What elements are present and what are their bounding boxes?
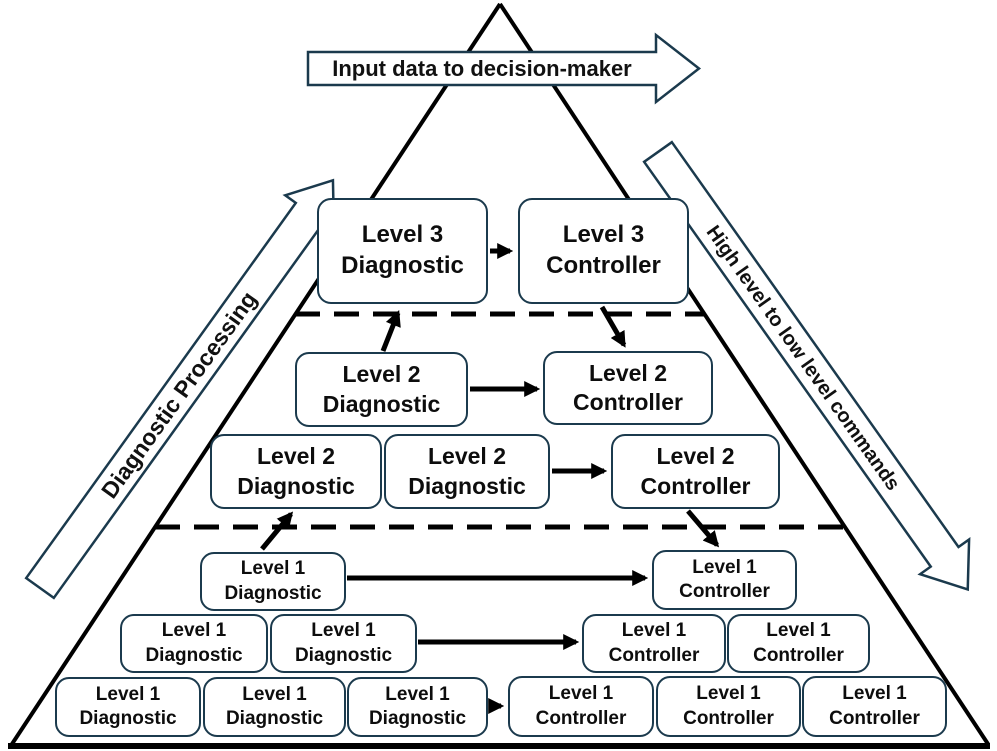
banner-top-label: Input data to decision-maker — [332, 56, 632, 81]
box-label-line1: Level 2 — [656, 443, 735, 470]
level2-diagnostic-lower-box-1: Level 2 Diagnostic — [210, 434, 382, 509]
banner-right-arrow-shape — [642, 140, 971, 592]
box-label-line1: Level 1 — [692, 556, 757, 578]
level1-controller-row1-box: Level 1 Controller — [652, 550, 797, 610]
box-label-line1: Level 2 — [589, 359, 667, 386]
box-label-line2: Controller — [683, 707, 774, 729]
box-label-line2: Diagnostic — [322, 390, 441, 417]
box-label-line1: Level 1 — [161, 620, 227, 642]
level2-controller-lower-box: Level 2 Controller — [611, 434, 780, 509]
box-label-line2: Controller — [573, 389, 683, 415]
box-label-line2: Diagnostic — [294, 644, 393, 666]
level1-diagnostic-row3-box-3: Level 1 Diagnostic — [347, 677, 488, 737]
triangle-left-edge — [10, 2, 502, 746]
arrow-l1-diagnostic-up-to-l2-diagnostic — [260, 511, 294, 551]
box-label-line2: Diagnostic — [145, 644, 243, 666]
box-label-line2: Controller — [608, 644, 700, 666]
banner-top: Input data to decision-maker — [306, 32, 702, 105]
level2-controller-upper-box: Level 2 Controller — [543, 351, 713, 425]
banner-top-arrow-shape — [306, 32, 702, 105]
level1-diagnostic-row3-box-1: Level 1 Diagnostic — [55, 677, 201, 737]
arrow-l2-diagnostic-up-to-l3-diagnostic — [380, 310, 401, 352]
box-label-line1: Level 2 — [428, 443, 506, 470]
box-label-line1: Level 1 — [385, 683, 450, 705]
box-label-line2: Controller — [829, 707, 920, 729]
box-label-line1: Level 1 — [311, 620, 376, 642]
box-label-line1: Level 1 — [548, 683, 614, 705]
box-label-line1: Level 1 — [696, 683, 761, 705]
box-label-line1: Level 2 — [257, 443, 335, 470]
arrow-l2-controller-down-to-l1-controller — [686, 509, 720, 548]
box-label-line1: Level 1 — [242, 683, 307, 705]
level1-diagnostic-row3-box-2: Level 1 Diagnostic — [203, 677, 346, 737]
box-label-line2: Diagnostic — [341, 252, 464, 279]
level2-diagnostic-lower-box-2: Level 2 Diagnostic — [384, 434, 550, 509]
box-label-line2: Diagnostic — [79, 708, 177, 729]
box-label-line1: Level 3 — [562, 221, 645, 249]
level1-controller-row3-box-2: Level 1 Controller — [656, 676, 801, 737]
box-label-line1: Level 1 — [621, 620, 687, 642]
box-label-line2: Controller — [640, 472, 751, 499]
box-label-line1: Level 1 — [240, 558, 306, 580]
level1-diagnostic-row1-box: Level 1 Diagnostic — [200, 552, 346, 611]
box-label-line2: Diagnostic — [224, 582, 322, 604]
box-label-line2: Diagnostic — [408, 472, 526, 499]
arrow-l3-controller-down-to-l2-controller — [599, 305, 627, 348]
level1-controller-row3-box-3: Level 1 Controller — [802, 676, 947, 737]
level1-diagnostic-row2-box-1: Level 1 Diagnostic — [120, 614, 268, 673]
box-label-line2: Diagnostic — [237, 472, 355, 499]
level3-controller-box: Level 3 Controller — [518, 198, 689, 304]
box-label-line1: Level 2 — [342, 361, 421, 388]
box-label-line2: Controller — [546, 252, 661, 279]
box-label-line2: Controller — [679, 581, 770, 602]
level1-controller-row2-box-1: Level 1 Controller — [582, 614, 726, 673]
level2-diagnostic-upper-box: Level 2 Diagnostic — [295, 352, 468, 427]
level3-diagnostic-box: Level 3 Diagnostic — [317, 198, 488, 304]
box-label-line1: Level 1 — [842, 683, 907, 705]
box-label-line1: Level 1 — [95, 683, 161, 705]
box-label-line2: Diagnostic — [368, 708, 467, 729]
level1-diagnostic-row2-box-2: Level 1 Diagnostic — [270, 614, 417, 673]
box-label-line2: Controller — [535, 707, 627, 729]
box-label-line1: Level 1 — [766, 620, 831, 642]
box-label-line1: Level 3 — [361, 221, 444, 249]
box-label-line2: Diagnostic — [225, 708, 324, 729]
level1-controller-row2-box-2: Level 1 Controller — [727, 614, 870, 673]
box-label-line2: Controller — [753, 644, 844, 666]
level1-controller-row3-box-1: Level 1 Controller — [508, 676, 654, 737]
triangle-right-edge — [498, 2, 990, 746]
